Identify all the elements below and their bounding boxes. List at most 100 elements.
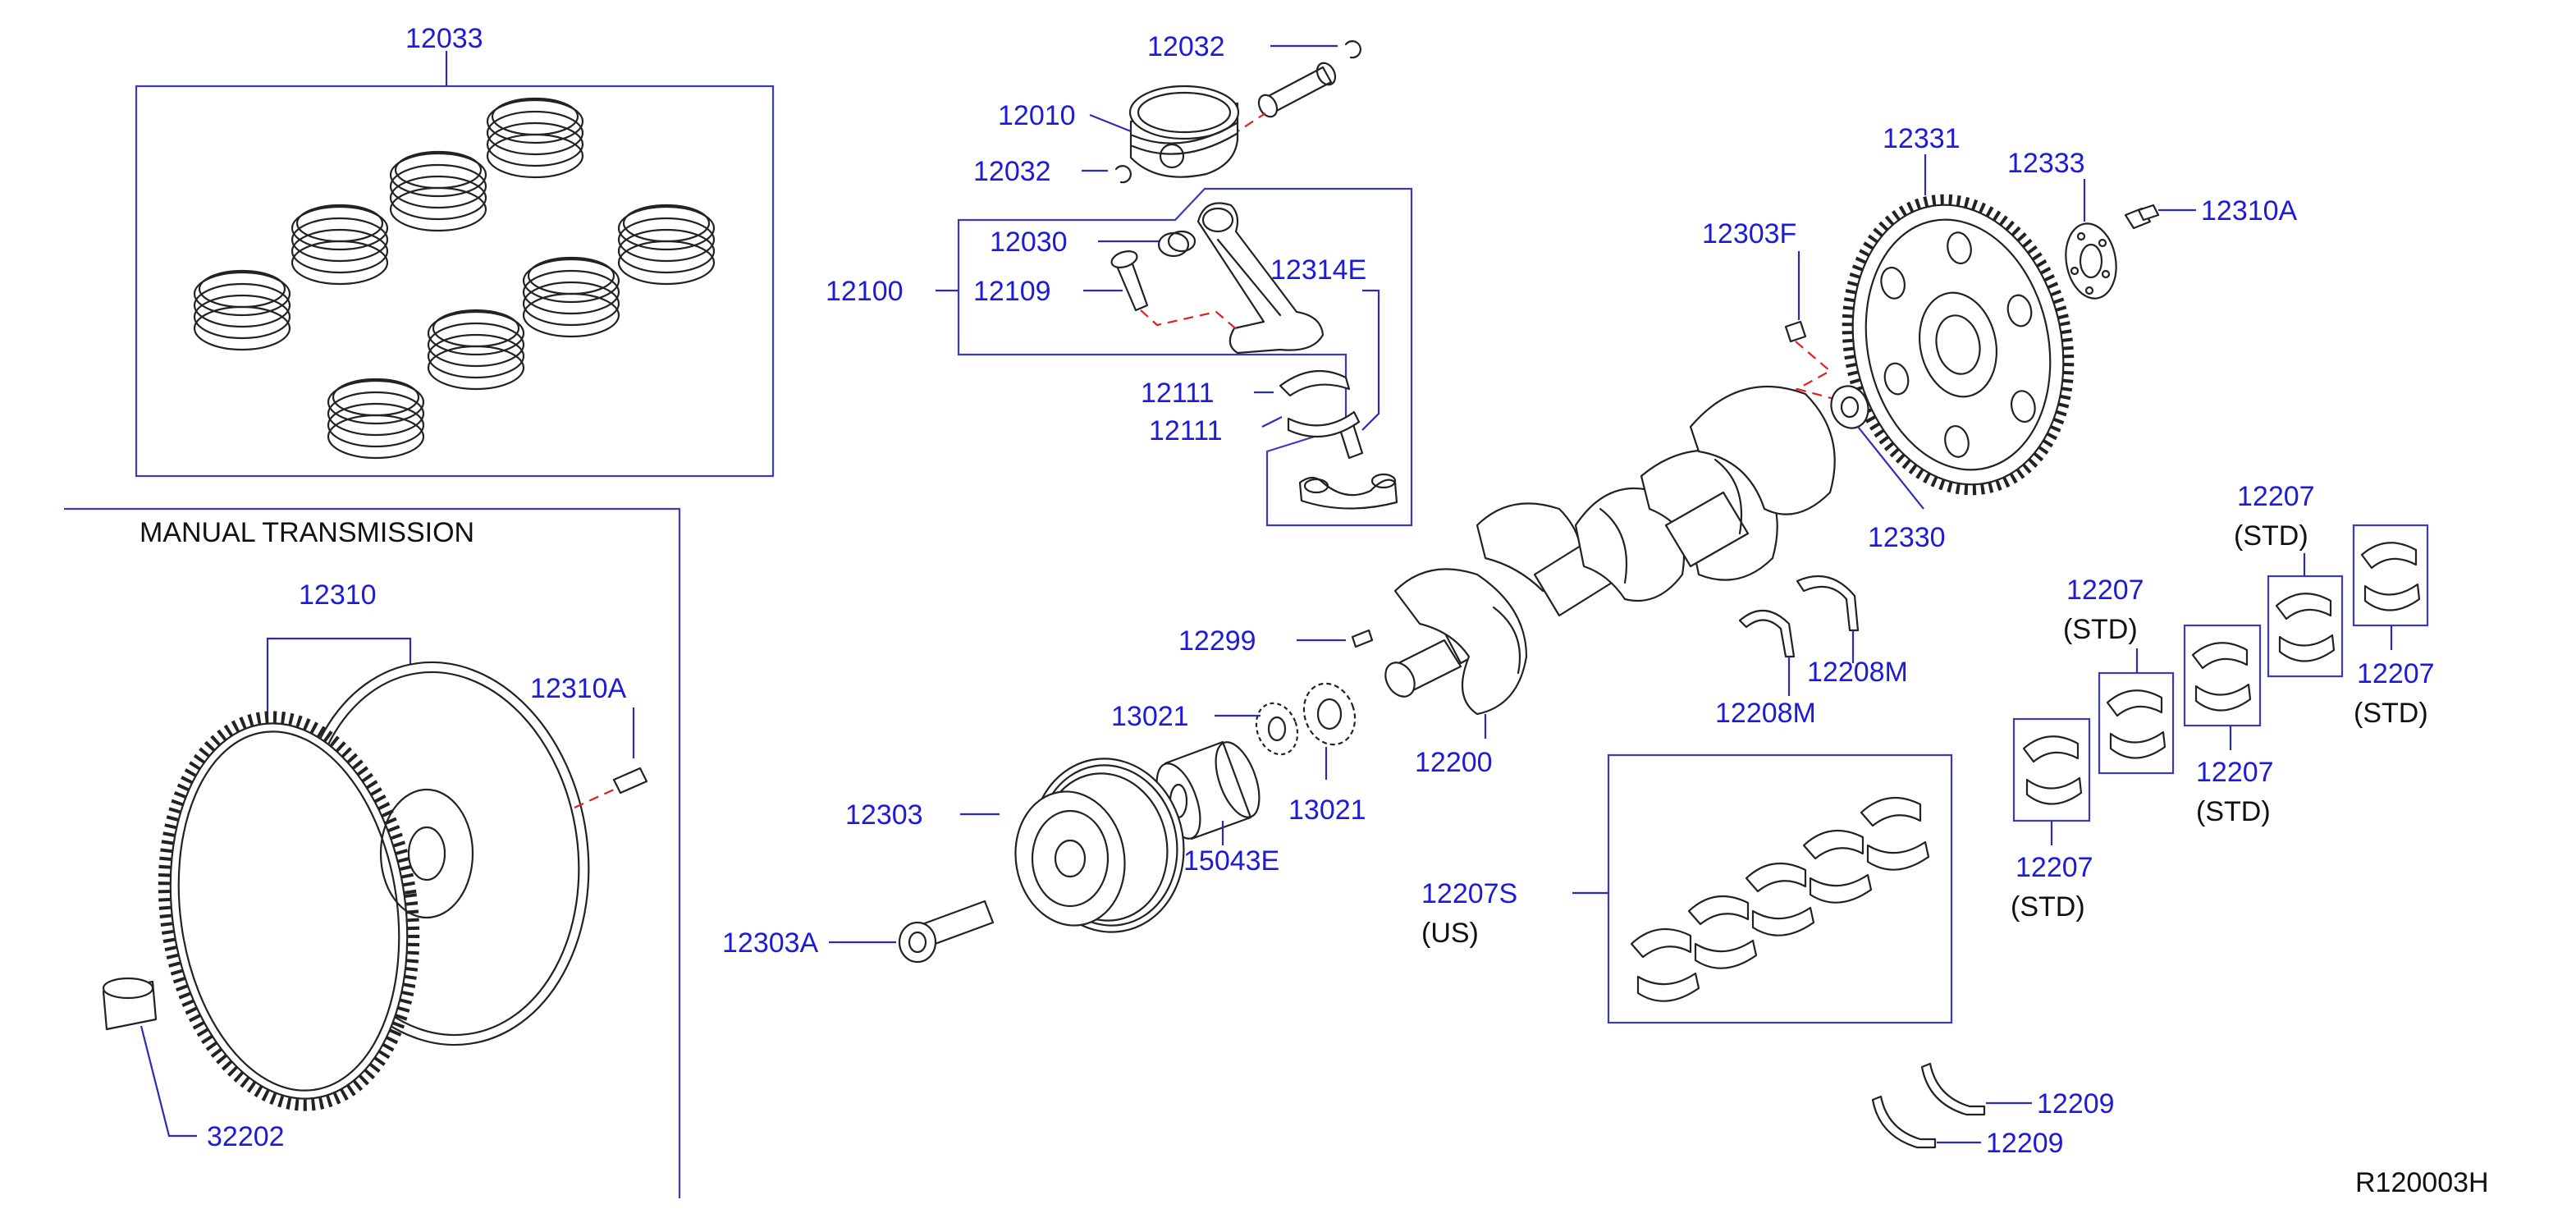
label-std-3: (STD): [2196, 796, 2271, 827]
part-label-12109[interactable]: 12109: [973, 276, 1051, 307]
crankshaft-group: 12303F 12330 12200: [1384, 218, 1946, 778]
main-bearing-shell: [2275, 593, 2336, 662]
part-label-12303F[interactable]: 12303F: [1702, 218, 1796, 250]
undersize-bearing-box: [1607, 753, 1953, 1024]
ring-stack: [327, 378, 425, 460]
connecting-rod: [1196, 202, 1325, 355]
part-label-12030[interactable]: 12030: [990, 227, 1068, 258]
pilot-bushing-icon: [1784, 320, 1807, 343]
ring-stack: [291, 204, 389, 286]
main-bearing-shell: [2022, 735, 2083, 805]
crank-pulley: [1014, 758, 1185, 933]
crank-spacer: [1155, 740, 1261, 840]
part-label-12111-a[interactable]: 12111: [1141, 378, 1215, 409]
label-std-2: (STD): [2063, 614, 2138, 645]
main-bearing-shell: [2360, 542, 2421, 611]
snap-ring-icon: [1114, 165, 1132, 184]
flywheel: [158, 661, 590, 1111]
pilot-bearing: [1830, 385, 1869, 429]
part-label-12310A-left[interactable]: 12310A: [530, 673, 627, 704]
part-label-12331[interactable]: 12331: [1883, 123, 1961, 154]
label-std-1: (STD): [2011, 891, 2085, 923]
part-label-12330[interactable]: 12330: [1868, 522, 1946, 553]
undersize-bearing-group: 12207S (US): [1421, 753, 1953, 1024]
thrust-washer-group: 12208M 12208M: [1715, 575, 1908, 729]
part-label-12207S[interactable]: 12207S: [1421, 878, 1517, 909]
part-label-12208M-b[interactable]: 12208M: [1807, 657, 1908, 688]
piston-pin: [1257, 62, 1337, 118]
thrust-washer-12209-upper: [1920, 1062, 1986, 1116]
pulley-bolt: [898, 900, 995, 964]
part-label-15043E[interactable]: 15043E: [1183, 845, 1279, 877]
section-title-manual-transmission: MANUAL TRANSMISSION: [140, 517, 474, 548]
ring-stack: [389, 150, 487, 232]
part-label-12303A[interactable]: 12303A: [722, 927, 819, 959]
ring-stack: [486, 97, 584, 179]
part-label-12310[interactable]: 12310: [299, 579, 377, 611]
part-label-12209-b[interactable]: 12209: [1986, 1128, 2064, 1159]
part-label-12207-1[interactable]: 12207: [2016, 852, 2093, 883]
part-label-12209-a[interactable]: 12209: [2037, 1088, 2115, 1120]
thrust-washer-12209-lower: [1871, 1095, 1937, 1149]
piston-assembly-group: 12032 12010 12032 12100 12030: [826, 31, 1413, 527]
piston-ring-stacks: [193, 97, 716, 460]
snap-ring-icon: [1344, 40, 1361, 59]
part-label-12100[interactable]: 12100: [826, 276, 904, 307]
part-label-13021-a[interactable]: 13021: [1111, 701, 1189, 732]
part-label-13021-b[interactable]: 13021: [1288, 794, 1366, 826]
piston-ring-set-group: 12033: [135, 23, 775, 478]
part-label-12314E[interactable]: 12314E: [1270, 254, 1366, 286]
part-label-12207-2[interactable]: 12207: [2066, 575, 2144, 606]
part-label-12032-bottom[interactable]: 12032: [973, 156, 1051, 187]
part-label-12207-4[interactable]: 12207: [2237, 481, 2315, 512]
piston: [1128, 85, 1240, 178]
ring-stack: [427, 309, 525, 391]
label-std-4: (STD): [2234, 520, 2308, 552]
bearing-shells-us: [1630, 796, 1930, 1002]
part-label-12032-top[interactable]: 12032: [1147, 31, 1225, 62]
sprocket-front: [1255, 702, 1299, 756]
drive-plate-group: 12331 12333 12310A: [1842, 123, 2298, 496]
ring-stack: [617, 204, 716, 286]
ring-stack: [522, 256, 620, 338]
rod-bearing-upper: [1279, 369, 1351, 397]
bushing-icon: [1157, 231, 1190, 258]
part-label-12207-3[interactable]: 12207: [2196, 757, 2274, 788]
drive-plate: [1842, 194, 2075, 496]
label-std-5: (STD): [2354, 698, 2428, 729]
piston-ring-set-box: [135, 85, 775, 478]
reinforcement-plate: [2065, 222, 2117, 300]
flywheel-bolt-icon: [612, 767, 648, 794]
part-label-12200[interactable]: 12200: [1415, 747, 1493, 778]
part-label-12010[interactable]: 12010: [998, 100, 1076, 131]
ring-stack: [193, 269, 291, 351]
manual-transmission-group: MANUAL TRANSMISSION 12310 12310A 32202: [64, 507, 681, 1198]
key-icon: [1351, 629, 1374, 648]
part-label-12303[interactable]: 12303: [845, 799, 923, 831]
part-label-12033[interactable]: 12033: [405, 23, 483, 54]
part-label-12299[interactable]: 12299: [1178, 625, 1256, 657]
rod-bolt: [1110, 250, 1149, 312]
part-label-12310A-top[interactable]: 12310A: [2201, 195, 2298, 227]
drive-plate-bolt: [2124, 204, 2160, 230]
front-end-group: 12299 13021 13021 15043E: [722, 625, 1374, 964]
part-label-32202[interactable]: 32202: [207, 1121, 285, 1152]
manual-transmission-frame: [64, 507, 681, 1198]
part-label-12111-b[interactable]: 12111: [1149, 415, 1223, 446]
main-bearing-shell: [2191, 642, 2252, 712]
sprocket-rear: [1302, 682, 1357, 746]
part-label-12333[interactable]: 12333: [2007, 148, 2085, 179]
std-bearing-group: 12207 (STD) 12207 (STD) 12207 (STD) 1220…: [2011, 481, 2435, 923]
std-bearing-box-1: [2012, 717, 2091, 822]
crankshaft: [1384, 385, 1836, 716]
std-bearing-box-3: [2183, 624, 2262, 727]
thrust-washer-lower: [1738, 609, 1796, 658]
thrust-washer-12209-group: 12209 12209: [1871, 1062, 2115, 1159]
con-rod-box: [957, 187, 1413, 527]
label-us: (US): [1421, 918, 1479, 949]
drawing-code: R120003H: [2355, 1167, 2489, 1198]
main-bearing-shell: [2106, 689, 2166, 759]
part-label-12207-5[interactable]: 12207: [2357, 658, 2435, 689]
part-label-12208M-a[interactable]: 12208M: [1715, 698, 1816, 729]
